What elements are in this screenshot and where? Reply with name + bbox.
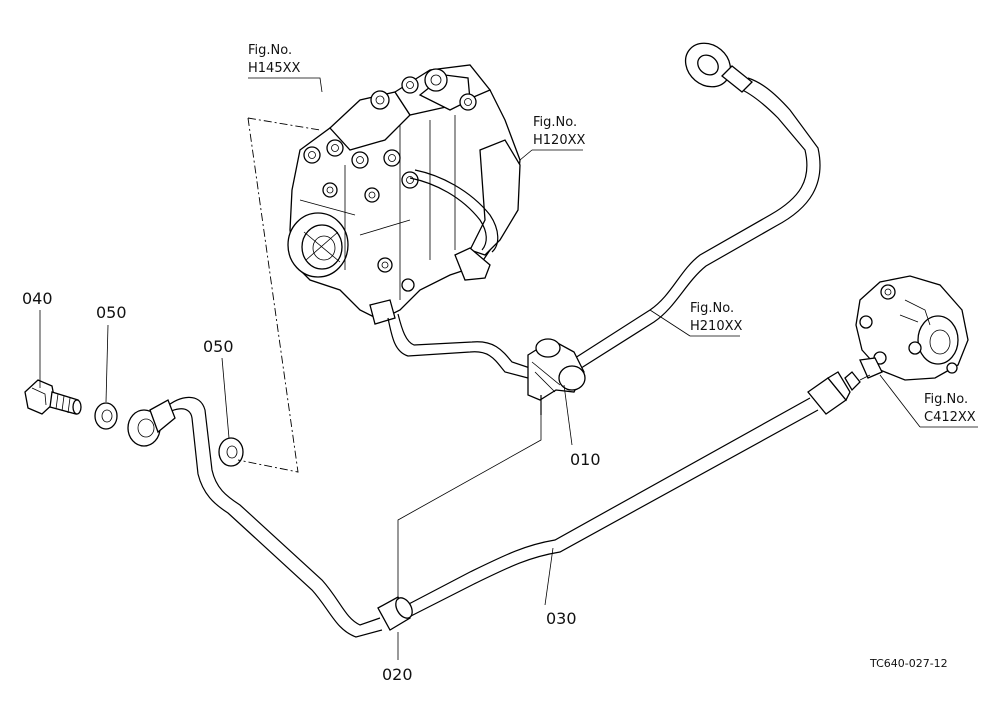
fig-ref-c412[interactable]: Fig.No. C412XX [924, 392, 976, 425]
leader-lines [39, 77, 978, 660]
fig-ref-h120-number: H120XX [533, 133, 585, 148]
fig-ref-h145-number: H145XX [248, 61, 300, 76]
part-label-050-right[interactable]: 050 [203, 337, 234, 356]
washer-050-left [94, 402, 118, 430]
fig-ref-h210-top: Fig.No. [690, 301, 734, 316]
fig-ref-c412-number: C412XX [924, 410, 976, 425]
pump-outlet-pipe [387, 313, 531, 379]
pipe-clamp-010 [527, 338, 586, 415]
part-label-020[interactable]: 020 [382, 665, 413, 684]
return-pipe-h210 [574, 42, 821, 371]
part-label-050-left[interactable]: 050 [96, 303, 127, 322]
banjo-bolt-040 [24, 379, 82, 415]
fig-ref-c412-top: Fig.No. [924, 392, 968, 407]
fig-ref-h210[interactable]: Fig.No. H210XX [690, 301, 742, 334]
fig-ref-h145[interactable]: Fig.No. H145XX [248, 43, 300, 76]
fig-ref-h120[interactable]: Fig.No. H120XX [533, 115, 585, 148]
delivery-pipe-030 [157, 371, 861, 638]
valve-component-c412 [855, 275, 969, 381]
part-label-040[interactable]: 040 [22, 289, 53, 308]
fig-ref-h120-top: Fig.No. [533, 115, 577, 130]
drawing-code: TC640-027-12 [869, 657, 948, 670]
fig-ref-h145-top: Fig.No. [248, 43, 292, 58]
hydraulic-pump-assembly [287, 64, 521, 325]
washer-050-right [218, 437, 244, 467]
banjo-eye-connector [127, 399, 176, 447]
part-label-030[interactable]: 030 [546, 609, 577, 628]
fig-ref-h210-number: H210XX [690, 319, 742, 334]
part-label-010[interactable]: 010 [570, 450, 601, 469]
